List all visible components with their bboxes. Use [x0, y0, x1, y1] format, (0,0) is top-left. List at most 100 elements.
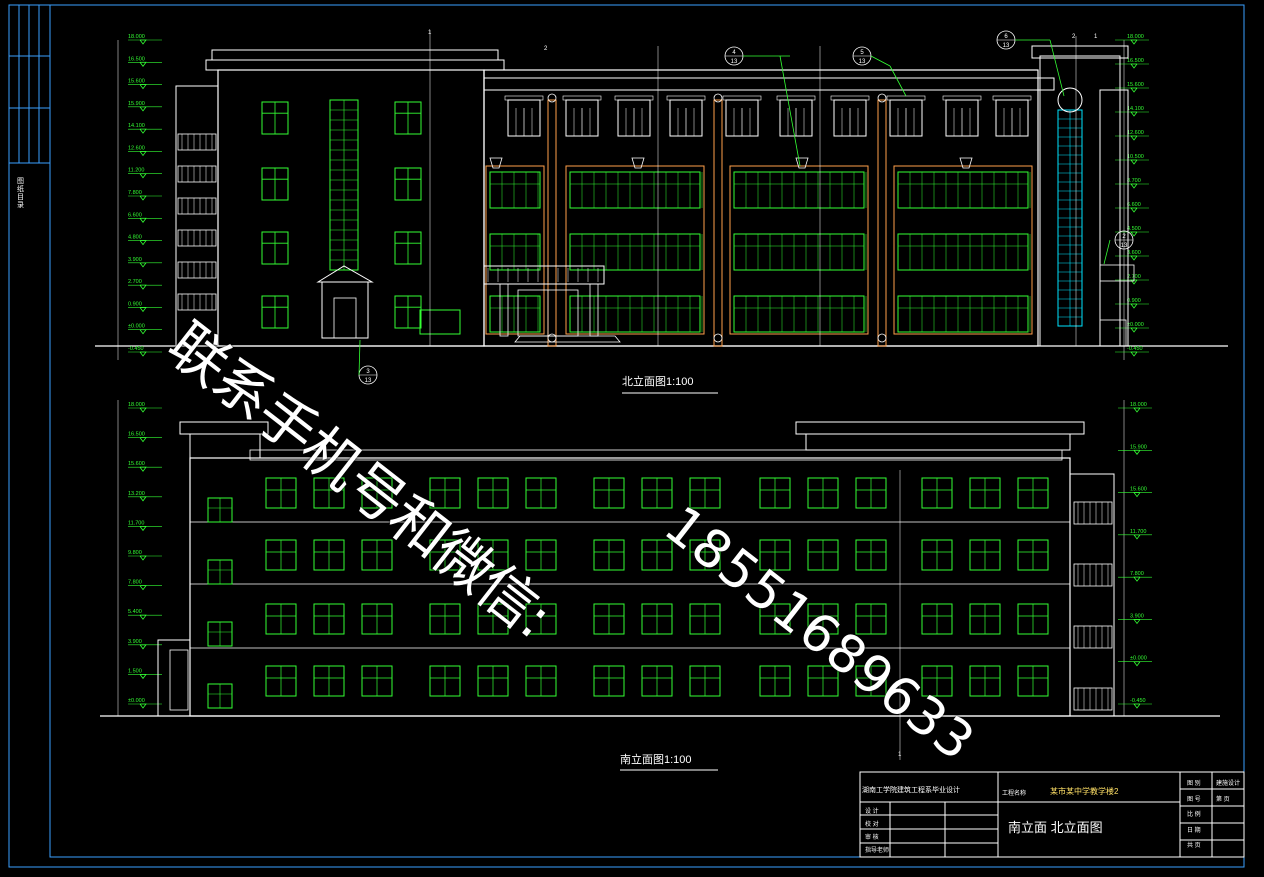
- north-right-level-label: 12.600: [1127, 130, 1144, 136]
- detail-callout-sheet: 13: [1003, 43, 1010, 49]
- south-left-level-mark: [139, 466, 147, 472]
- north-left-level-mark: [139, 195, 147, 201]
- south-right-level-mark: [1133, 703, 1141, 709]
- north-right-level-label: 4.500: [1127, 226, 1141, 232]
- detail-callout-number: 6: [1004, 34, 1008, 40]
- south-roof-band: [249, 449, 1063, 461]
- title-row-design: 设 计: [865, 809, 879, 815]
- title-value-category: 建施设计: [1216, 781, 1241, 787]
- north-window-hood: [614, 95, 654, 101]
- south-left-level-mark: [139, 674, 147, 680]
- north-window-hood: [562, 95, 602, 101]
- north-axis-label: 1: [428, 30, 432, 36]
- north-curtain-frame: [565, 165, 705, 335]
- south-left-level-mark: [139, 437, 147, 443]
- south-left-level-label: 5.400: [128, 609, 142, 615]
- south-right-level-label: 18.000: [1130, 402, 1147, 408]
- north-right-level-label: 6.600: [1127, 202, 1141, 208]
- north-pilaster-cap: [713, 93, 723, 103]
- north-left-level-label: 18.000: [128, 34, 145, 40]
- south-stair-balcony: [1073, 501, 1113, 525]
- north-curtain-band: [733, 295, 865, 333]
- south-stair-balcony: [1073, 687, 1113, 711]
- north-right-level-mark: [1130, 39, 1138, 45]
- callout-leader: [1103, 239, 1111, 265]
- north-gargoyle: [959, 157, 973, 169]
- north-roof-band: [483, 77, 1055, 91]
- north-curtain-band: [569, 295, 701, 333]
- callout-leader: [889, 65, 907, 97]
- north-left-level-label: 4.800: [128, 235, 142, 241]
- north-pilaster-cap: [877, 93, 887, 103]
- north-pilaster-base: [877, 333, 887, 343]
- north-pilaster: [713, 99, 723, 347]
- north-left-level-mark: [139, 262, 147, 268]
- north-pilaster: [547, 99, 557, 347]
- north-left-level-mark: [139, 173, 147, 179]
- north-pilaster-cap: [547, 93, 557, 103]
- title-row-number: 图 号: [1187, 796, 1201, 803]
- north-left-level-mark: [139, 240, 147, 246]
- detail-callout-number: 5: [860, 50, 864, 56]
- north-left-level-label: 7.800: [128, 190, 142, 196]
- north-window-hood: [504, 95, 544, 101]
- south-parapet-right: [795, 421, 1085, 435]
- north-left-level-mark: [139, 106, 147, 112]
- north-curtain-band: [897, 233, 1029, 271]
- detail-callout-number: 3: [366, 369, 370, 375]
- north-left-level-label: 3.900: [128, 257, 142, 263]
- south-elevation-title: 南立面图1:100: [620, 754, 692, 766]
- north-cornice: [211, 49, 499, 61]
- north-left-level-mark: [139, 351, 147, 357]
- north-right-level-mark: [1130, 183, 1138, 189]
- north-porch-door: [333, 297, 357, 339]
- south-right-level-mark: [1133, 534, 1141, 540]
- south-left-level-mark: [139, 703, 147, 709]
- south-left-level-mark: [139, 496, 147, 502]
- south-right-level-mark: [1133, 576, 1141, 582]
- north-porch: [321, 281, 369, 339]
- north-window-hood: [666, 95, 706, 101]
- south-left-level-label: 18.000: [128, 402, 145, 408]
- detail-callout-number: 4: [732, 50, 736, 56]
- north-right-level-mark: [1130, 63, 1138, 69]
- north-gargoyle: [631, 157, 645, 169]
- detail-callout-sheet: 13: [365, 378, 372, 384]
- north-window-hood: [886, 95, 926, 101]
- detail-callout-sheet: 13: [859, 59, 866, 65]
- south-right-level-mark: [1133, 492, 1141, 498]
- north-left-level-mark: [139, 39, 147, 45]
- south-left-level-label: ±0.000: [128, 698, 145, 704]
- north-curtain-band: [489, 233, 541, 271]
- north-left-level-label: 16.500: [128, 56, 145, 62]
- north-stair-balcony: [177, 197, 217, 215]
- south-left-porch-door: [169, 649, 189, 711]
- north-right-level-mark: [1130, 87, 1138, 93]
- north-curtain-band: [569, 171, 701, 209]
- north-elevation-title: 北立面图1:100: [622, 376, 694, 388]
- north-entrance-steps: [514, 335, 621, 343]
- north-left-level-mark: [139, 84, 147, 90]
- north-gargoyle: [795, 157, 809, 169]
- north-window: [419, 309, 461, 335]
- north-right-level-mark: [1130, 135, 1138, 141]
- north-left-level-mark: [139, 329, 147, 335]
- south-left-level-label: 15.600: [128, 461, 145, 467]
- north-stair-balcony: [177, 229, 217, 247]
- north-left-level-mark: [139, 284, 147, 290]
- north-left-level-label: -0.450: [128, 346, 144, 352]
- south-left-porch: [157, 639, 191, 717]
- north-right-level-label: 3.600: [1127, 250, 1141, 256]
- north-right-level-label: 14.100: [1127, 106, 1144, 112]
- south-stair-balcony: [1073, 625, 1113, 649]
- north-stair-balcony: [177, 293, 217, 311]
- south-right-level-label: 7.800: [1130, 571, 1144, 577]
- south-right-level-label: -0.450: [1130, 698, 1146, 704]
- title-block-drawing-name: 南立面 北立面图: [1008, 820, 1103, 835]
- north-window-hood: [992, 95, 1032, 101]
- north-right-level-mark: [1130, 255, 1138, 261]
- north-axis-label: 2: [544, 46, 548, 52]
- north-glass-tower: [1039, 55, 1121, 347]
- north-right-level-mark: [1130, 351, 1138, 357]
